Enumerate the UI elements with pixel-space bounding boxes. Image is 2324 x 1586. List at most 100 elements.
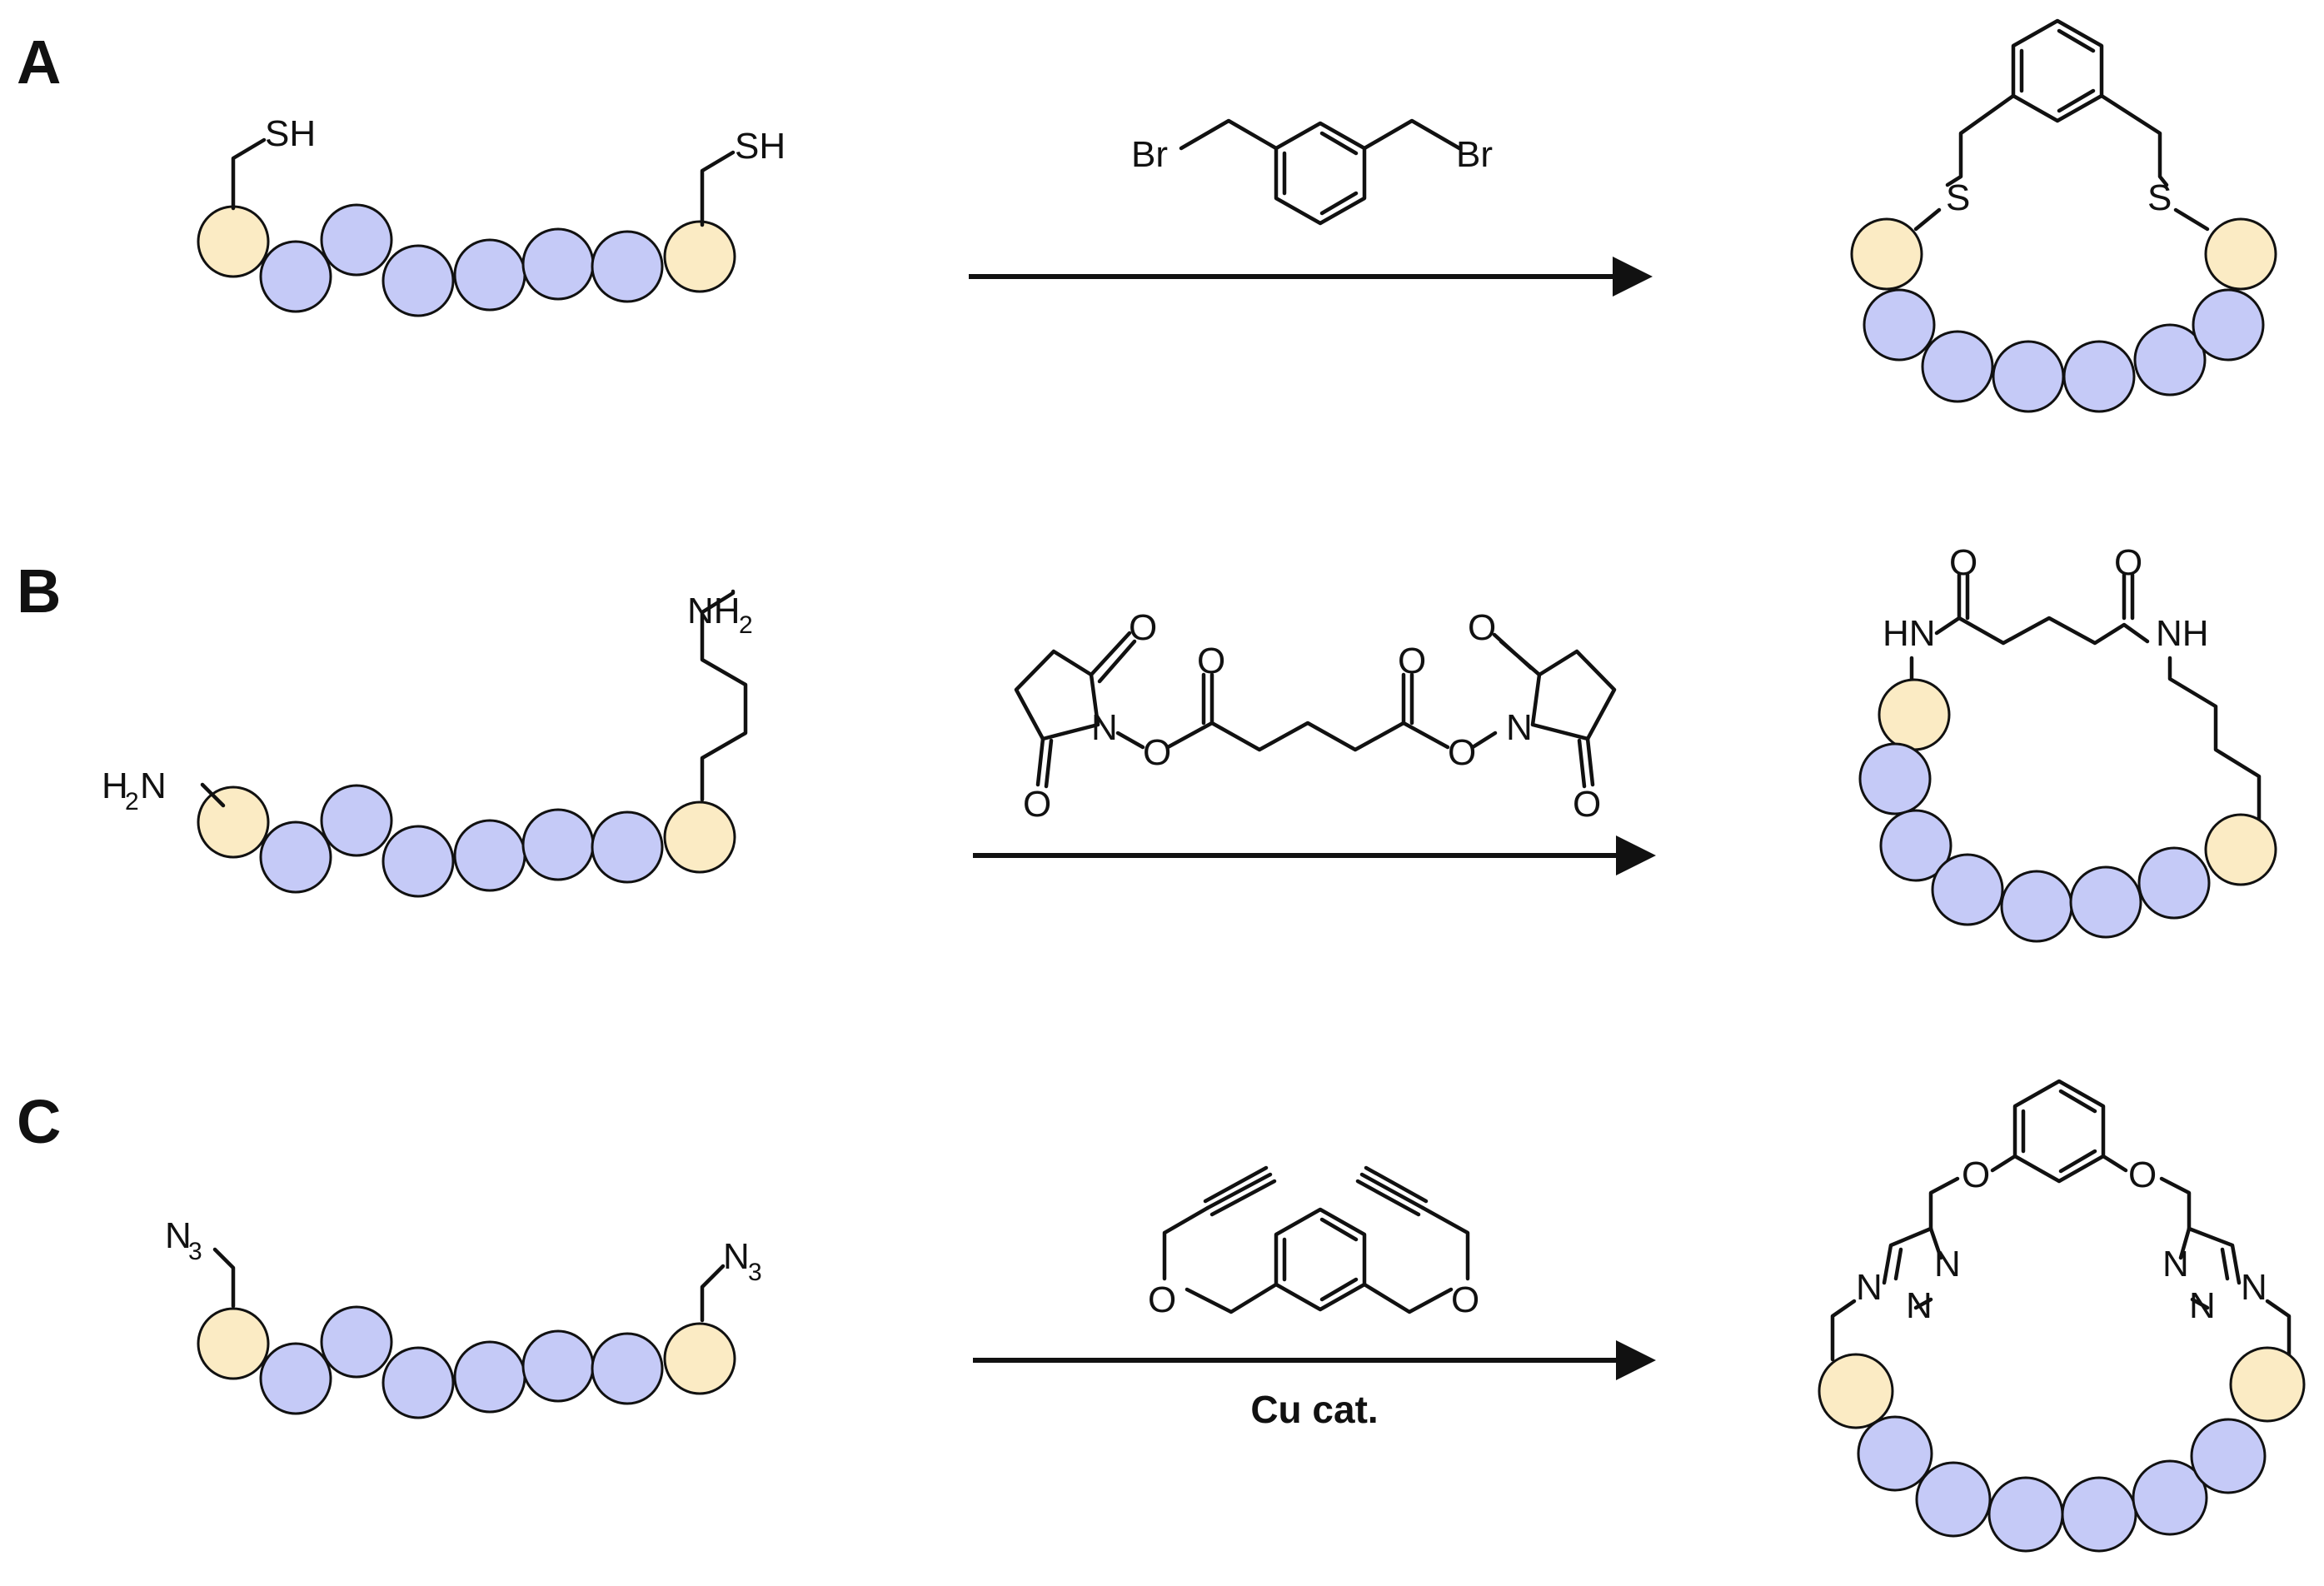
panel-b-reagent-no-bond-1 bbox=[1115, 731, 1145, 750]
peptide-residue-circle-icon bbox=[521, 227, 595, 301]
panel-c-start-left-azide-sub: 3 bbox=[188, 1238, 202, 1265]
peptide-residue-circle-icon bbox=[1987, 1476, 2064, 1553]
panel-b-start-peptide: H 2 N NH 2 bbox=[102, 589, 753, 898]
panel-c-reagent-o2: O bbox=[1451, 1279, 1479, 1320]
panel-b-start-amine-h: H bbox=[102, 766, 128, 806]
peptide-residue-circle-icon bbox=[2204, 813, 2277, 886]
panel-c-label: C bbox=[17, 1087, 61, 1156]
panel-a-product-left-s-bond bbox=[1913, 207, 1942, 232]
panel-c-product: O O N N N N N N bbox=[1818, 1079, 2306, 1553]
peptide-residue-circle-icon bbox=[2061, 1476, 2137, 1553]
panel-b: B H 2 N NH 2 O O N O O bbox=[17, 542, 2277, 943]
panel-c-product-benzene-icon bbox=[2012, 1079, 2106, 1184]
peptide-residue-circle-icon bbox=[591, 810, 664, 884]
panel-b-product-carbonyl-2 bbox=[2122, 572, 2135, 621]
panel-a-start-right-linker bbox=[700, 150, 736, 227]
panel-b-reagent: O O N O O O O N O O bbox=[1014, 607, 1617, 825]
panel-c-product-right-ch2 bbox=[2265, 1299, 2292, 1362]
peptide-residue-circle-icon bbox=[1931, 853, 2004, 926]
peptide-residue-circle-icon bbox=[453, 1340, 526, 1414]
peptide-residue-circle-icon bbox=[663, 800, 736, 874]
panel-b-start-chain bbox=[197, 784, 736, 898]
panel-c-product-right-ether bbox=[2101, 1154, 2192, 1231]
panel-a-product-left-sulfur: S bbox=[1946, 177, 1970, 218]
peptide-residue-circle-icon bbox=[382, 1346, 455, 1419]
panel-b-reagent-no-bond-2 bbox=[1470, 731, 1498, 750]
panel-a-product-ring bbox=[1850, 217, 2277, 413]
panel-c-start-left-azide-n: N bbox=[165, 1215, 192, 1256]
peptide-residue-circle-icon bbox=[1850, 217, 1923, 291]
panel-b-product-o1: O bbox=[1949, 542, 1977, 583]
panel-c-catalyst-label: Cu cat. bbox=[1250, 1388, 1378, 1431]
peptide-residue-circle-icon bbox=[197, 786, 270, 859]
panel-b-reagent-o1: O bbox=[1129, 607, 1157, 648]
panel-a-start-right-thiol: SH bbox=[735, 126, 785, 167]
peptide-residue-circle-icon bbox=[1992, 340, 2065, 413]
peptide-residue-circle-icon bbox=[453, 238, 526, 312]
panel-b-product-right-nh: NH bbox=[2156, 613, 2209, 654]
panel-b-start-left-amine-bond bbox=[200, 782, 226, 808]
peptide-residue-circle-icon bbox=[1857, 1415, 1933, 1492]
panel-a-product-right-s-bond bbox=[2173, 207, 2210, 232]
panel-c-product-right-n2: N bbox=[2189, 1285, 2216, 1326]
panel-c-start-peptide: N 3 N 3 bbox=[165, 1215, 762, 1419]
panel-a-product-right-sulfur: S bbox=[2147, 177, 2172, 218]
peptide-residue-circle-icon bbox=[521, 1329, 595, 1403]
peptide-residue-circle-icon bbox=[521, 808, 595, 881]
peptide-residue-circle-icon bbox=[2069, 865, 2142, 939]
panel-c-reagent-left-ch2o bbox=[1184, 1282, 1279, 1314]
panel-c-product-left-n3: N bbox=[1934, 1244, 1961, 1284]
panel-a-reagent: Br Br bbox=[1131, 118, 1493, 226]
panel-a-reagent-left-br: Br bbox=[1131, 134, 1168, 175]
panel-b-reagent-o7: O bbox=[1468, 607, 1496, 648]
peptide-residue-circle-icon bbox=[320, 203, 393, 277]
panel-b-reagent-n1: N bbox=[1091, 707, 1118, 748]
panel-c-product-right-triazole-icon bbox=[2178, 1226, 2242, 1310]
panel-c-reagent-right-ch2 bbox=[1420, 1205, 1470, 1281]
panel-c: C N 3 N 3 O O Cu cat. bbox=[17, 1079, 2306, 1553]
panel-b-reagent-carbonyl-2 bbox=[1401, 672, 1414, 726]
panel-c-reagent-left-alkyne bbox=[1203, 1165, 1277, 1217]
peptide-residue-circle-icon bbox=[320, 1305, 393, 1379]
panel-c-product-ring bbox=[1818, 1346, 2306, 1553]
panel-a-start-peptide: SH SH bbox=[197, 113, 785, 317]
panel-c-reagent-right-ch2o bbox=[1362, 1282, 1454, 1314]
peptide-residue-circle-icon bbox=[382, 244, 455, 317]
peptide-residue-circle-icon bbox=[197, 1307, 270, 1380]
panel-a-start-left-thiol: SH bbox=[265, 113, 316, 154]
panel-a-label: A bbox=[17, 27, 61, 97]
peptide-residue-circle-icon bbox=[320, 784, 393, 857]
peptide-residue-circle-icon bbox=[2133, 323, 2207, 396]
panel-c-start-right-azide-n: N bbox=[723, 1236, 750, 1277]
panel-b-reagent-right-succinimide-icon bbox=[1492, 632, 1617, 789]
panel-a-product: S S bbox=[1850, 18, 2277, 413]
peptide-residue-circle-icon bbox=[197, 205, 270, 278]
peptide-residue-circle-icon bbox=[2062, 340, 2136, 413]
panel-b-product-o2: O bbox=[2114, 542, 2142, 583]
panel-b-reagent-o2: O bbox=[1023, 784, 1051, 825]
panel-b-product-lysine-chain bbox=[2167, 656, 2262, 823]
peptide-residue-circle-icon bbox=[2192, 288, 2265, 362]
peptide-residue-circle-icon bbox=[1921, 330, 1994, 403]
panel-c-reagent-right-alkyne bbox=[1355, 1165, 1429, 1217]
panel-b-product-ring bbox=[1858, 678, 2277, 943]
panel-b-reagent-o4: O bbox=[1197, 641, 1225, 681]
panel-b-product: O O HN NH bbox=[1858, 542, 2277, 943]
peptide-residue-circle-icon bbox=[663, 220, 736, 293]
panel-a-product-right-ch2 bbox=[2099, 93, 2169, 187]
panel-a-reagent-benzene-icon bbox=[1274, 121, 1367, 226]
panel-b-reagent-o3: O bbox=[1143, 732, 1171, 773]
panel-b-label: B bbox=[17, 556, 61, 626]
panel-a-reagent-right-br: Br bbox=[1456, 134, 1493, 175]
panel-c-reagent-o1: O bbox=[1148, 1279, 1176, 1320]
peptide-residue-circle-icon bbox=[382, 825, 455, 898]
panel-a: A SH SH Br Br bbox=[17, 18, 2277, 413]
panel-c-reagent-benzene-icon bbox=[1274, 1207, 1367, 1312]
panel-c-start-right-linker bbox=[700, 1264, 726, 1323]
panel-c-product-left-ether bbox=[1928, 1154, 2017, 1231]
peptide-residue-circle-icon bbox=[2229, 1346, 2306, 1423]
peptide-residue-circle-icon bbox=[2000, 870, 2073, 943]
panel-b-reagent-o8: O bbox=[1573, 784, 1601, 825]
peptide-residue-circle-icon bbox=[1818, 1353, 1894, 1429]
